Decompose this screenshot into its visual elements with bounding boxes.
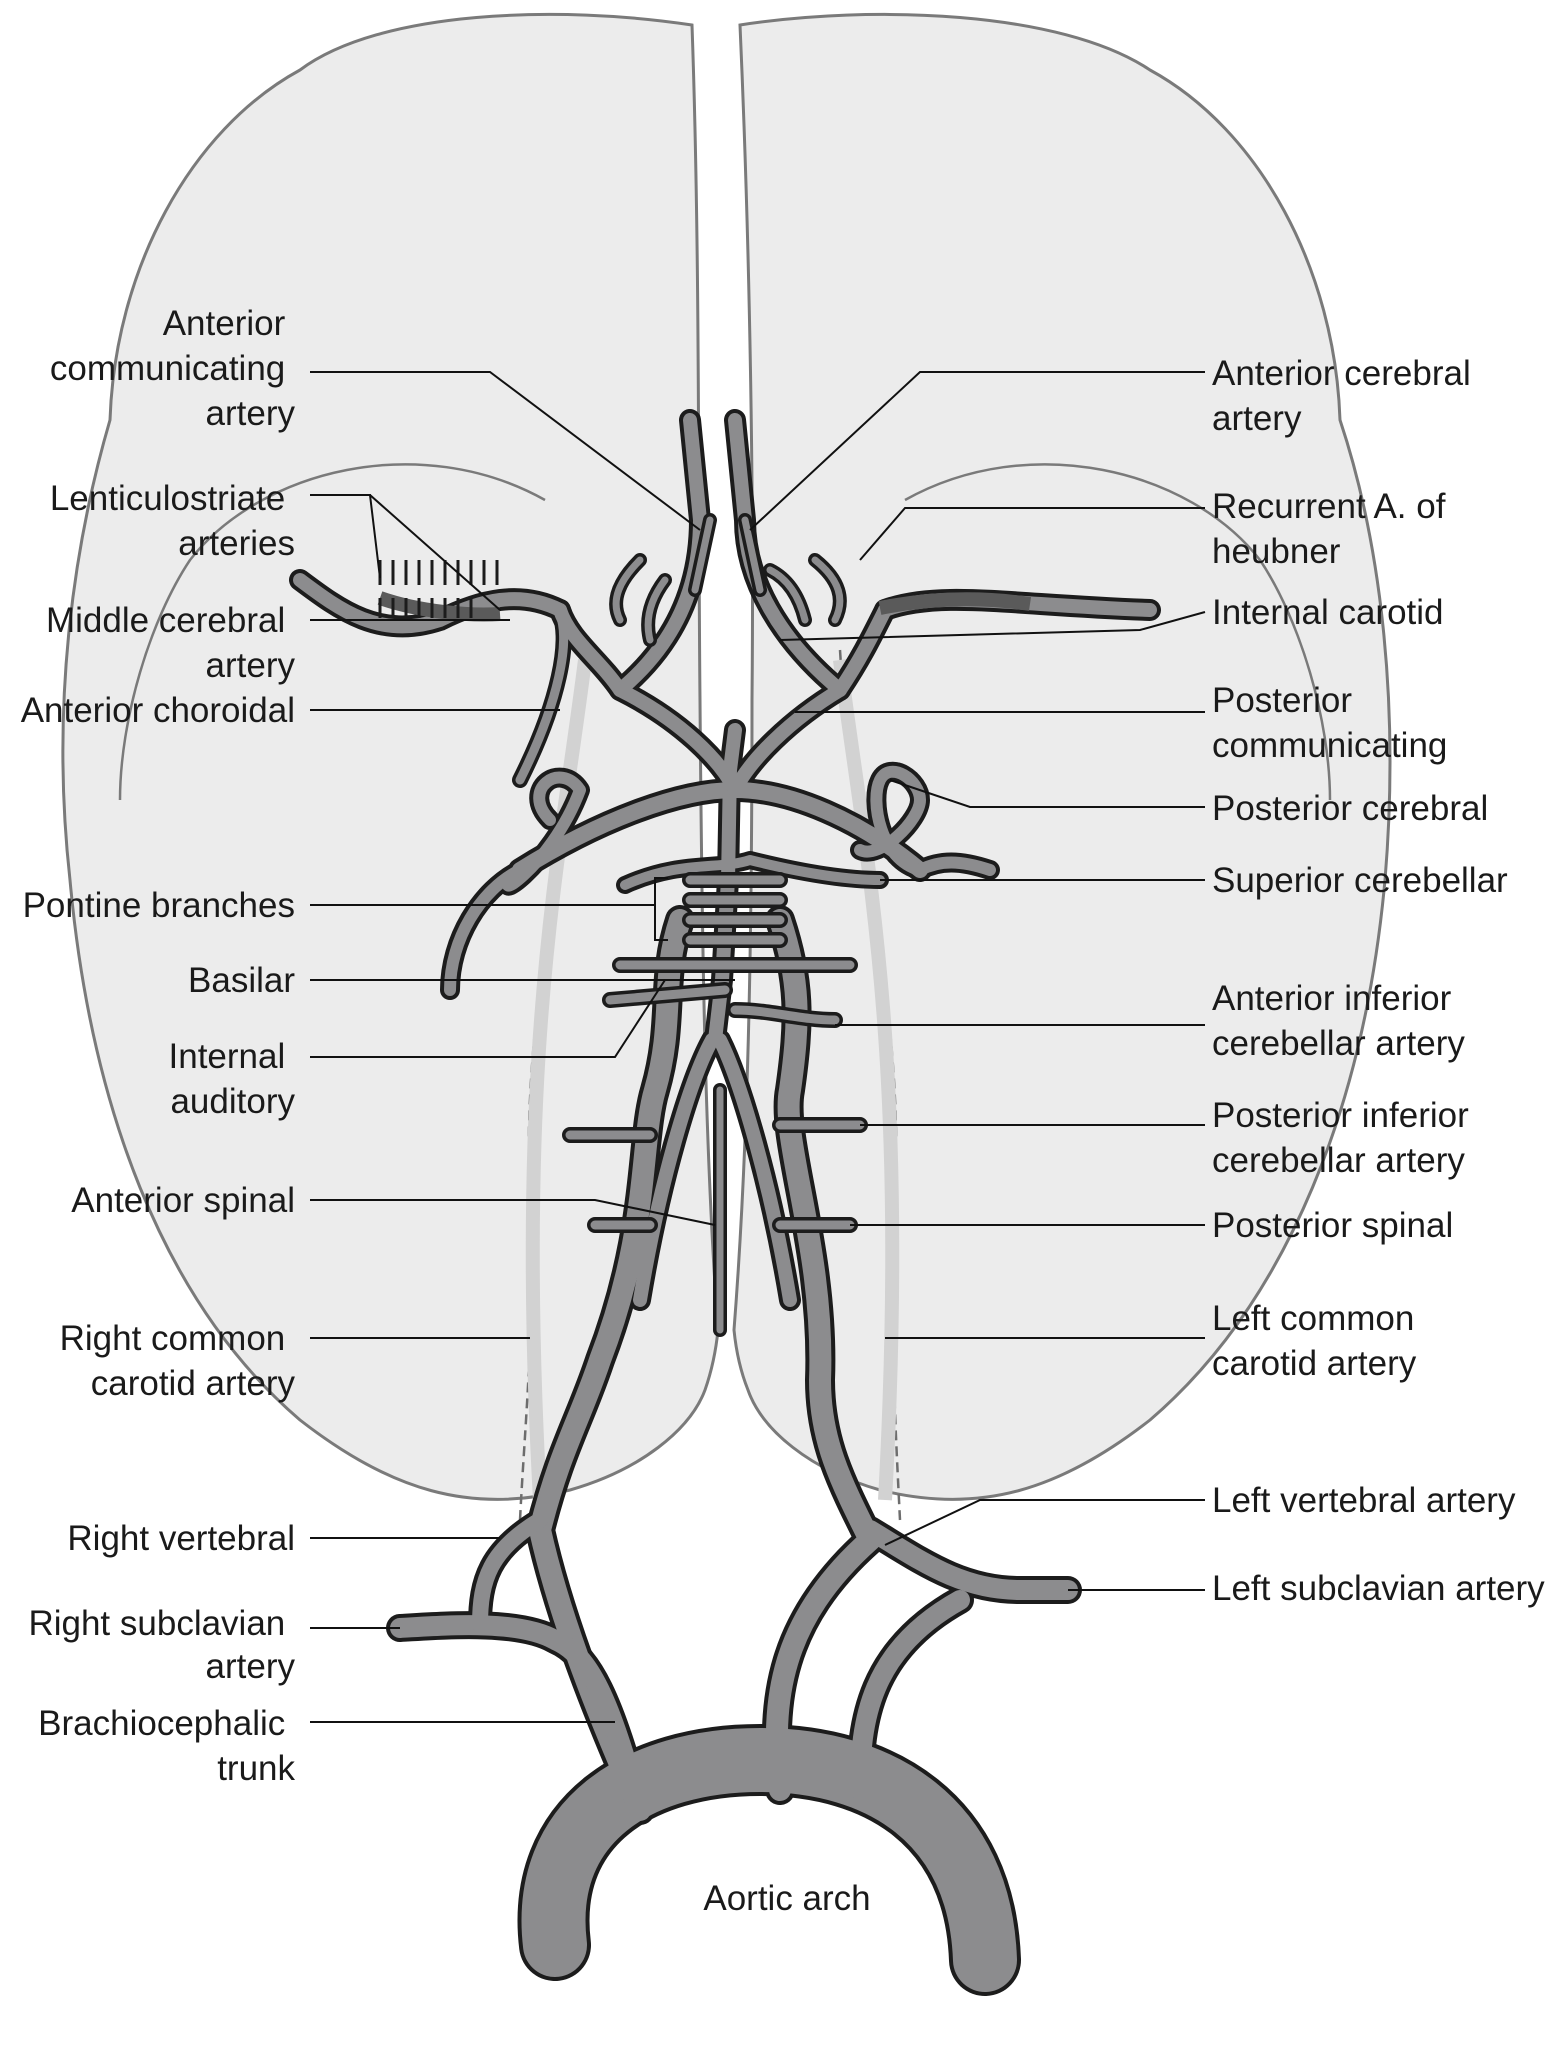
label-aortic-arch: Aortic arch <box>703 1879 870 1918</box>
label-pontine-branches: Pontine branches <box>23 886 295 925</box>
middle-cerebral-line-2: artery <box>206 646 296 685</box>
brachiocephalic-line-1: Brachiocephalic <box>38 1704 285 1743</box>
right-common-carotid-line-2: carotid artery <box>91 1364 296 1403</box>
middle-cerebral-line-1: Middle cerebral <box>46 601 285 640</box>
posterior-communicating-line-1: Posterior <box>1212 681 1352 720</box>
lenticulostriate-line-2: arteries <box>178 524 295 563</box>
posterior-cerebral-line-1: Posterior cerebral <box>1212 789 1488 828</box>
labels-right: Anterior cerebral artery Recurrent A. of… <box>1212 354 1545 1608</box>
internal-auditory-line-2: auditory <box>170 1082 295 1121</box>
right-subclavian-line-1: Right subclavian <box>28 1604 285 1643</box>
left-common-carotid-line-2: carotid artery <box>1212 1344 1417 1383</box>
label-left-common-carotid: Left common carotid artery <box>1212 1299 1424 1383</box>
recurrent-heubner-line-2: heubner <box>1212 532 1341 571</box>
aica-line-2: cerebellar artery <box>1212 1024 1465 1063</box>
anterior-communicating-line-2: communicating <box>50 349 285 388</box>
pica-line-1: Posterior inferior <box>1212 1096 1469 1135</box>
recurrent-heubner-line-1: Recurrent A. of <box>1212 487 1446 526</box>
posterior-communicating-line-2: communicating <box>1212 726 1447 765</box>
label-right-vertebral: Right vertebral <box>67 1519 295 1558</box>
label-internal-carotid: Internal carotid <box>1212 593 1444 632</box>
anterior-cerebral-line-1: Anterior cerebral <box>1212 354 1471 393</box>
anterior-cerebral-line-2: artery <box>1212 399 1302 438</box>
label-left-vertebral: Left vertebral artery <box>1212 1481 1516 1520</box>
label-anterior-spinal: Anterior spinal <box>71 1181 295 1220</box>
aortic-arch-line-1: Aortic arch <box>703 1879 870 1918</box>
label-basilar: Basilar <box>188 961 295 1000</box>
posterior-spinal-line-1: Posterior spinal <box>1212 1206 1453 1245</box>
label-superior-cerebellar: Superior cerebellar <box>1212 861 1508 900</box>
left-subclavian-line-1: Left subclavian artery <box>1212 1569 1545 1608</box>
left-common-carotid-line-1: Left common <box>1212 1299 1414 1338</box>
lenticulostriate-line-1: Lenticulostriate <box>50 479 285 518</box>
anterior-communicating-line-3: artery <box>206 394 296 433</box>
basilar-line-1: Basilar <box>188 961 295 1000</box>
internal-carotid-line-1: Internal carotid <box>1212 593 1444 632</box>
anterior-spinal-line-1: Anterior spinal <box>71 1181 295 1220</box>
label-brachiocephalic: Brachiocephalic trunk <box>38 1704 295 1788</box>
anterior-communicating-line-1: Anterior <box>163 304 286 343</box>
label-posterior-spinal: Posterior spinal <box>1212 1206 1453 1245</box>
pontine-branches-line-1: Pontine branches <box>23 886 295 925</box>
label-posterior-cerebral: Posterior cerebral <box>1212 789 1488 828</box>
right-common-carotid-line-1: Right common <box>60 1319 286 1358</box>
internal-auditory-line-1: Internal <box>169 1037 286 1076</box>
label-left-subclavian: Left subclavian artery <box>1212 1569 1545 1608</box>
aica-line-1: Anterior inferior <box>1212 979 1452 1018</box>
right-vertebral-line-1: Right vertebral <box>67 1519 295 1558</box>
left-vertebral-line-1: Left vertebral artery <box>1212 1481 1516 1520</box>
right-subclavian-line-2: artery <box>206 1647 296 1686</box>
pica-line-2: cerebellar artery <box>1212 1141 1465 1180</box>
label-right-subclavian: Right subclavian artery <box>28 1604 295 1686</box>
superior-cerebellar-line-1: Superior cerebellar <box>1212 861 1508 900</box>
brachiocephalic-line-2: trunk <box>217 1749 295 1788</box>
anterior-choroidal-line-1: Anterior choroidal <box>21 691 295 730</box>
label-anterior-choroidal: Anterior choroidal <box>21 691 295 730</box>
